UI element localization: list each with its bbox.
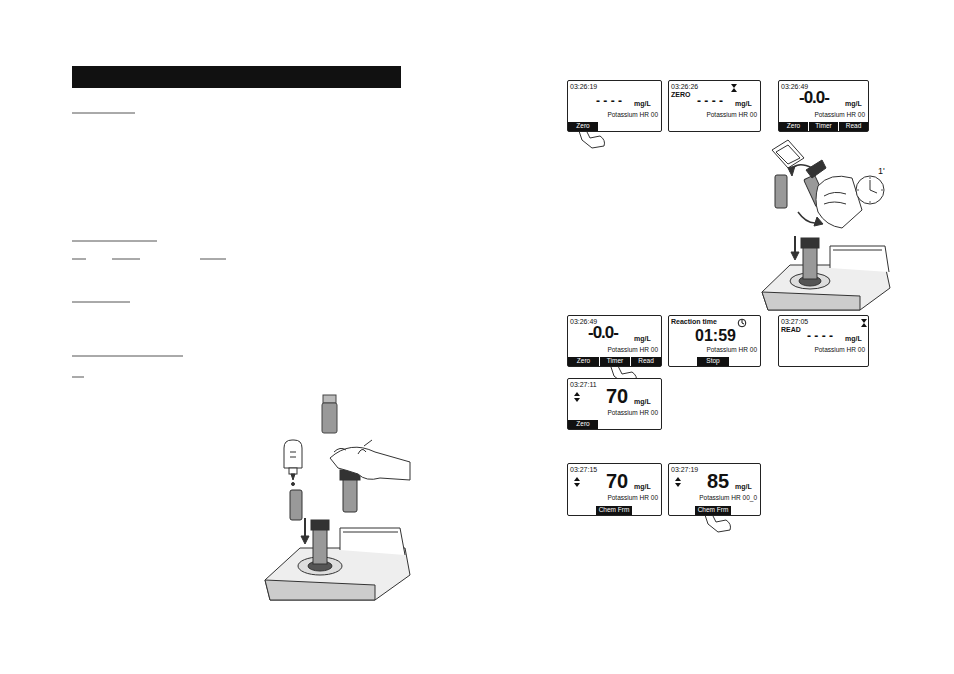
soft-key: Chem Frm (596, 506, 632, 515)
hand-capping-vial (330, 440, 410, 512)
lcd-screen: 03:26:49-0.0-mg/LPotassium HR 00ZeroTime… (778, 80, 869, 132)
hand-shaking-vial (788, 160, 862, 228)
screen-text: Potassium HR 00 (706, 112, 757, 119)
lcd-screen: Reaction time 01:59Potassium HR 00 Stop (668, 315, 761, 367)
screen-text: 03:26:26 (671, 83, 698, 90)
screen-text: 03:27:05 (781, 318, 808, 325)
section-header-bar (72, 66, 401, 88)
clock-icon (856, 176, 884, 204)
screen-text: Potassium HR 00 (706, 347, 757, 354)
soft-key-label: Stop (697, 358, 729, 365)
soft-key: Timer (600, 357, 630, 366)
lcd-screen: 03:26:26ZERO - - - - mg/L Potassium HR 00 (668, 80, 761, 132)
screen-text: mg/L (634, 398, 651, 405)
soft-key-label: Timer (809, 123, 838, 130)
screen-text: 01:59 (695, 328, 736, 344)
screen-text: 85 (707, 471, 729, 491)
screen-text: Reaction time (671, 318, 717, 325)
soft-key-label: Zero (779, 123, 808, 130)
soft-key-label: Zero (568, 358, 599, 365)
screen-text: -0.0- (799, 89, 829, 106)
time-label: 1' (878, 166, 885, 176)
status-icon (859, 318, 869, 328)
powder-packet (772, 140, 804, 208)
screen-text: 70 (606, 471, 628, 491)
screen-text: Potassium HR 00 (814, 347, 865, 354)
soft-key: Read (631, 357, 661, 366)
soft-key: Zero (568, 420, 598, 429)
lcd-screen: 03:26:19 - - - - mg/L Potassium HR 00 Zero (567, 80, 662, 132)
screen-text: Potassium HR 00 (607, 410, 658, 417)
soft-key: Chem Frm (695, 506, 731, 515)
soft-key-label: Read (839, 123, 868, 130)
soft-key: Zero (779, 122, 808, 131)
lcd-screen: 03:27:19 85 mg/L Potassium HR 00_0Chem Frm (668, 463, 761, 516)
lcd-screen: 03:27:11 70 mg/L Potassium HR 00 Zero (567, 378, 662, 430)
screen-text: - - - - (807, 330, 833, 342)
soft-key: Zero (568, 122, 598, 131)
screen-text: Potassium HR 00_0 (699, 495, 757, 502)
screen-text: Potassium HR 00 (607, 347, 658, 354)
soft-key-label: Zero (568, 421, 598, 428)
screen-text: mg/L (634, 483, 651, 490)
screen-text: - - - - (697, 95, 723, 107)
screen-text: 03:26:19 (570, 83, 597, 90)
screen-text: mg/L (735, 483, 752, 490)
soft-key-label: Timer (600, 358, 630, 365)
screen-text: 03:27:19 (671, 466, 698, 473)
cuvette (322, 395, 337, 433)
soft-key: Zero (568, 357, 599, 366)
reagent-bottle (284, 440, 302, 520)
status-icon (572, 392, 582, 402)
meter (762, 236, 890, 310)
status-icon (737, 318, 747, 328)
screen-text: mg/L (845, 100, 862, 107)
soft-key-label: Read (631, 358, 661, 365)
status-icon (572, 477, 582, 487)
heading-underlines (72, 113, 226, 377)
soft-key-label: Chem Frm (596, 507, 632, 514)
lcd-screen: 03:27:05READ - - - - mg/L Potassium HR 00 (778, 315, 869, 367)
meter (265, 518, 410, 600)
screen-text: 03:27:11 (570, 381, 597, 388)
screen-text: ZERO (671, 91, 690, 98)
screen-text: 03:27:15 (570, 466, 597, 473)
screen-text: Potassium HR 00 (607, 112, 658, 119)
screen-text: Potassium HR 00 (607, 495, 658, 502)
soft-key-label: Chem Frm (695, 507, 731, 514)
screen-text: - - - - (596, 95, 622, 107)
lcd-screen: 03:26:49-0.0-mg/LPotassium HR 00ZeroTime… (567, 315, 662, 367)
status-icon (673, 477, 683, 487)
screen-text: mg/L (634, 100, 651, 107)
lcd-screen: 03:27:15 70 mg/L Potassium HR 00 Chem Frm (567, 463, 662, 516)
screen-text: READ (781, 326, 801, 333)
soft-key-label: Zero (568, 123, 598, 130)
screen-text: 70 (606, 386, 628, 406)
screen-text: Potassium HR 00 (814, 112, 865, 119)
soft-key: Timer (809, 122, 838, 131)
screen-text: -0.0- (588, 324, 618, 341)
soft-key: Stop (697, 357, 729, 366)
soft-key: Read (839, 122, 868, 131)
screen-text: mg/L (845, 335, 862, 342)
screen-text: mg/L (634, 335, 651, 342)
status-icon (729, 83, 739, 93)
screen-text: mg/L (735, 100, 752, 107)
